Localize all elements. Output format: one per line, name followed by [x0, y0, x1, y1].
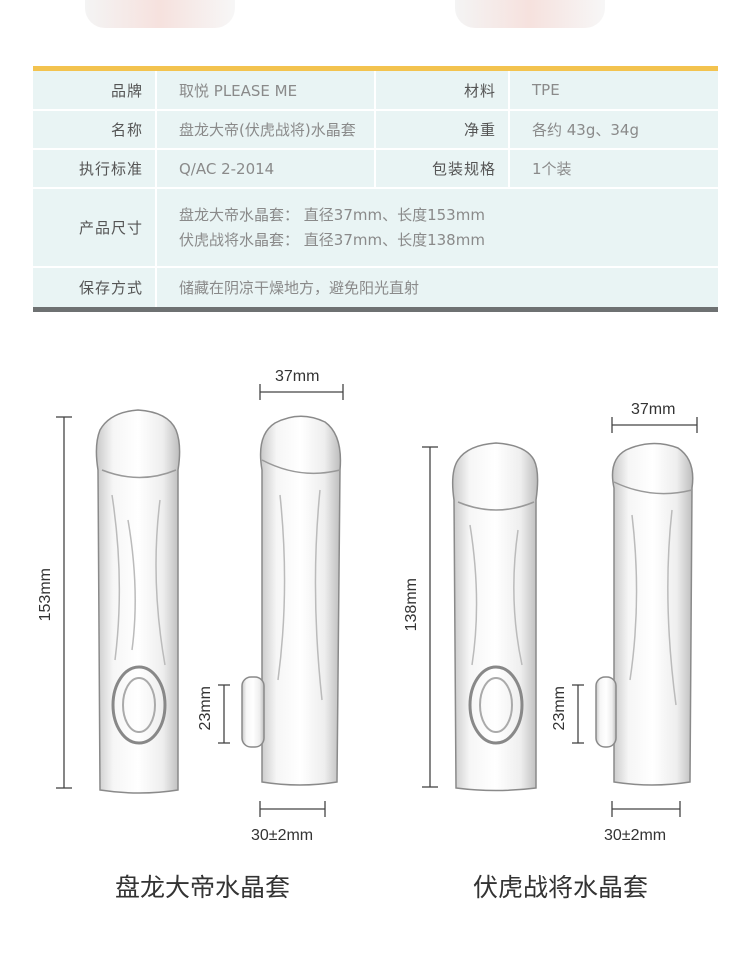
spec-value: TPE — [532, 81, 560, 99]
spec-label: 执行标准 — [78, 160, 143, 178]
spec-table: 品牌 取悦 PLEASE ME 材料 TPE 名称 盘龙大帝(伏虎战将)水晶套 … — [33, 66, 718, 312]
product-diagram: 153mm 37mm 23mm 30±2mm 盘龙大帝水晶套 138mm 37m… — [0, 320, 750, 956]
length-label: 153mm — [37, 568, 54, 622]
size-line: 盘龙大帝水晶套： 直径37mm、长度153mm — [179, 205, 485, 224]
sleeve-side — [241, 415, 342, 786]
spec-label: 品牌 — [110, 81, 143, 100]
spec-row: 保存方式 储藏在阴凉干燥地方，避免阳光直射 — [33, 268, 718, 307]
spec-value: Q/AC 2-2014 — [179, 159, 275, 178]
spec-label: 保存方式 — [78, 279, 143, 297]
spec-row: 品牌 取悦 PLEASE ME 材料 TPE — [33, 71, 718, 111]
sleeve-front — [451, 442, 539, 792]
product-drawings — [56, 384, 698, 817]
base-label: 30±2mm — [251, 827, 314, 844]
product-name: 伏虎战将水晶套 — [473, 873, 649, 902]
spec-label: 名称 — [110, 121, 143, 139]
top-image-strip — [0, 0, 750, 40]
spec-label: 产品尺寸 — [78, 219, 143, 237]
length-label: 138mm — [403, 578, 420, 632]
spec-label: 材料 — [463, 81, 496, 100]
spec-label: 包装规格 — [431, 160, 496, 178]
spec-value: 盘龙大帝(伏虎战将)水晶套 — [179, 121, 356, 139]
cropped-product-photo — [85, 0, 235, 28]
spec-row: 执行标准 Q/AC 2-2014 包装规格 1个装 — [33, 150, 718, 189]
base-label: 30±2mm — [604, 827, 667, 844]
spec-value: 盘龙大帝水晶套： 直径37mm、长度153mm 伏虎战将水晶套： 直径37mm、… — [157, 189, 718, 266]
ring-label: 23mm — [551, 686, 568, 731]
size-line: 伏虎战将水晶套： 直径37mm、长度138mm — [179, 230, 485, 249]
diameter-label: 37mm — [275, 368, 320, 385]
ring-label: 23mm — [197, 686, 214, 731]
product-name: 盘龙大帝水晶套 — [115, 873, 291, 902]
spec-value: 1个装 — [532, 160, 572, 178]
diameter-label: 37mm — [631, 401, 676, 418]
spec-label: 净重 — [463, 121, 496, 139]
spec-value: 取悦 PLEASE ME — [179, 81, 298, 100]
cropped-product-photo — [455, 0, 605, 28]
sleeve-side — [595, 442, 694, 786]
spec-value: 各约 43g、34g — [532, 121, 639, 139]
sleeve-front — [95, 409, 181, 794]
spec-row: 产品尺寸 盘龙大帝水晶套： 直径37mm、长度153mm 伏虎战将水晶套： 直径… — [33, 189, 718, 268]
spec-row: 名称 盘龙大帝(伏虎战将)水晶套 净重 各约 43g、34g — [33, 111, 718, 150]
spec-value: 储藏在阴凉干燥地方，避免阳光直射 — [179, 279, 420, 297]
